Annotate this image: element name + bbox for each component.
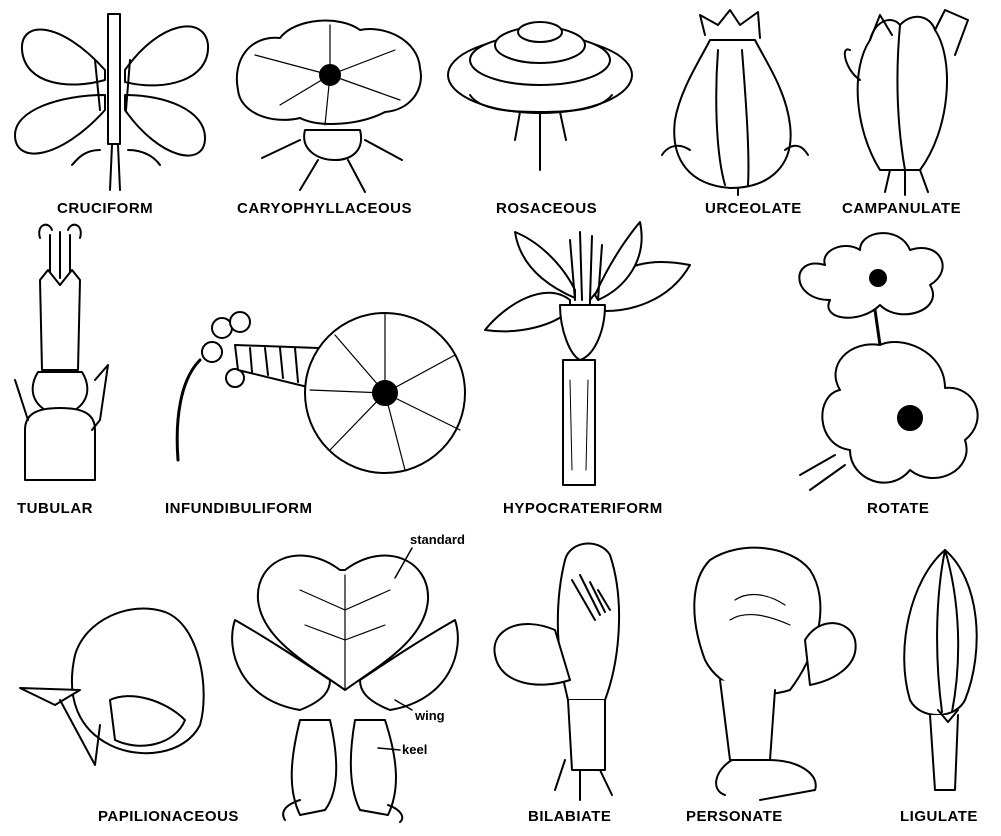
- label-hypocrateriform: HYPOCRATERIFORM: [503, 500, 663, 517]
- part-label-wing: wing: [415, 708, 445, 723]
- label-urceolate: URCEOLATE: [705, 200, 802, 217]
- tubular-flower: [15, 225, 108, 480]
- label-bilabiate: BILABIATE: [528, 808, 611, 825]
- label-rotate: ROTATE: [867, 500, 929, 517]
- label-campanulate: CAMPANULATE: [842, 200, 961, 217]
- keel-right: [351, 720, 396, 815]
- part-label-keel: keel: [402, 742, 427, 757]
- campanulate-flower: [845, 10, 968, 195]
- bilabiate-flower: [494, 544, 619, 800]
- label-cruciform: CRUCIFORM: [57, 200, 153, 217]
- rotate-flower: [799, 233, 977, 490]
- label-papilionaceous: PAPILIONACEOUS: [98, 808, 239, 825]
- label-ligulate: LIGULATE: [900, 808, 978, 825]
- personate-flower: [694, 548, 855, 800]
- urceolate-flower: [662, 10, 808, 195]
- label-rosaceous: ROSACEOUS: [496, 200, 597, 217]
- rosaceous-flower: [448, 22, 632, 170]
- label-infundibuliform: INFUNDIBULIFORM: [165, 500, 312, 517]
- caryophyllaceous-flower: [237, 21, 421, 192]
- papilionaceous-flower-side: [20, 609, 204, 765]
- label-tubular: TUBULAR: [17, 500, 93, 517]
- papilionaceous-parts: [232, 556, 458, 822]
- cruciform-flower: [15, 14, 208, 190]
- part-label-standard: standard: [410, 532, 465, 547]
- infundibuliform-flower: [177, 312, 465, 473]
- hypocrateriform-flower: [485, 222, 690, 485]
- label-caryophyllaceous: CARYOPHYLLACEOUS: [237, 200, 412, 217]
- label-personate: PERSONATE: [686, 808, 783, 825]
- ligulate-flower: [904, 550, 976, 790]
